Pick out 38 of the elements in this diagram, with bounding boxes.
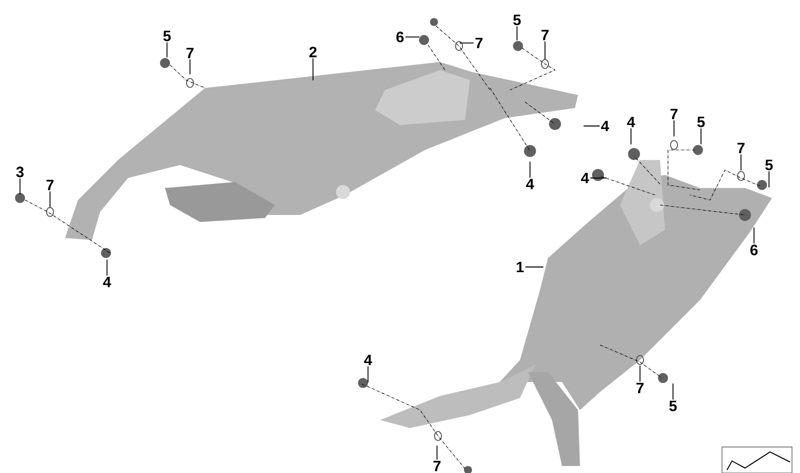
callout-number: 7 — [636, 382, 644, 394]
leader-line — [166, 42, 168, 58]
leader-line — [106, 259, 108, 276]
callout-number: 6 — [750, 244, 758, 256]
leader-line — [740, 154, 742, 171]
callout-number: 6 — [396, 32, 404, 42]
callout-number: 7 — [541, 30, 549, 40]
callout-number: 4 — [581, 172, 590, 184]
leader-line — [436, 445, 438, 460]
callout-number: 5 — [513, 14, 521, 26]
callout-number: 5 — [163, 30, 171, 42]
callout-number: 4 — [627, 116, 636, 128]
callout-number: 4 — [526, 178, 534, 190]
callout-number: 7 — [475, 38, 483, 48]
callout-number: 2 — [309, 46, 317, 58]
callout-number: 3 — [16, 166, 24, 178]
callout-number: 7 — [46, 180, 54, 190]
callout-number: 7 — [737, 142, 745, 154]
leader-line — [630, 128, 632, 145]
leader-line — [516, 26, 518, 41]
leader-line — [700, 128, 702, 145]
callout-number: 7 — [186, 48, 194, 58]
leader-line — [459, 42, 474, 44]
callout-number: 4 — [601, 120, 610, 132]
callout-number: 7 — [433, 460, 441, 472]
leader-line — [404, 36, 420, 38]
leader-line — [672, 383, 674, 400]
callout-number: 5 — [765, 160, 773, 170]
leader-line — [312, 58, 314, 81]
callout-number: 5 — [669, 400, 677, 412]
callout-number: 4 — [364, 354, 372, 366]
callout-number: 4 — [103, 276, 112, 288]
callout-number: 5 — [697, 116, 705, 128]
callout-number: 1 — [516, 262, 524, 272]
leader-line — [544, 40, 546, 60]
callout-number: 7 — [670, 108, 678, 120]
leader-line — [524, 266, 544, 268]
leader-line — [768, 170, 770, 188]
